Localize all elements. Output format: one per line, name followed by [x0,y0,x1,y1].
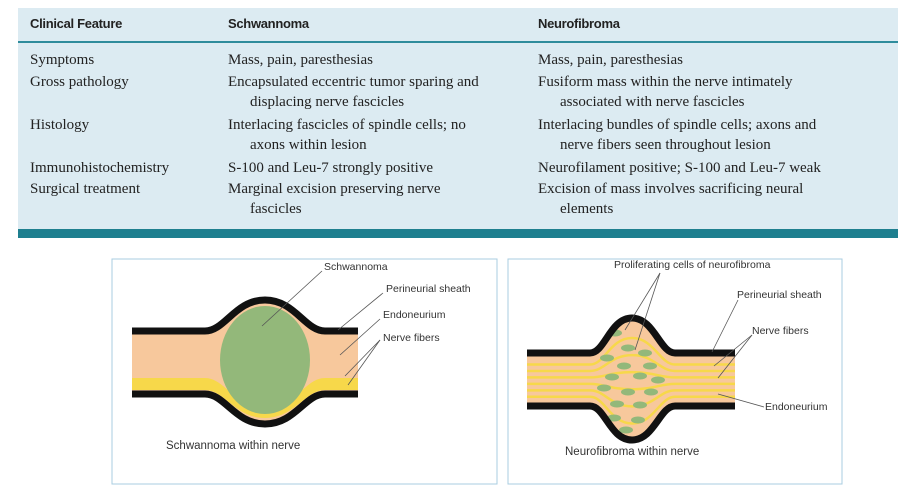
caption-neurofibroma: Neurofibroma within nerve [565,446,699,458]
perineurial-sheath-bottom [132,390,358,428]
neurofibroma-cell [644,388,658,396]
proliferating-cells [597,329,665,434]
neurofibroma-cell [621,344,635,352]
row-neurofibroma-line: Mass, pain, paresthesias [538,52,683,68]
perineurial-sheath-bottom [527,402,735,444]
header-schwannoma: Schwannoma [228,16,309,31]
neurofibroma-diagram: Proliferating cells of neurofibroma Peri… [507,258,843,485]
neurofibroma-cell [643,362,657,370]
nerve-fiber-line [527,389,735,408]
nerve-fibers [527,336,735,425]
neurofibroma-cell [651,376,665,384]
row-schwannoma: Encapsulated eccentric tumor sparing and… [228,72,548,112]
neurofibroma-cell [621,388,635,396]
neurofibroma-cell [617,362,631,370]
row-schwannoma-line: displacing nerve fascicles [250,93,405,110]
nerve-fiber-line [527,395,735,425]
neurofibroma-cell [607,414,621,422]
row-schwannoma: S-100 and Leu-7 strongly positive [228,158,548,178]
label-endoneurium: Endoneurium [765,401,828,413]
row-neurofibroma: Excision of mass involves sacrificing ne… [538,179,898,219]
row-neurofibroma: Fusiform mass within the nerve intimatel… [538,72,898,112]
neurofibroma-cell [619,426,633,434]
schwannoma-mass [220,306,310,414]
caption-schwannoma: Schwannoma within nerve [166,440,300,452]
row-feature: Immunohistochemistry [30,159,170,176]
row-neurofibroma: Neurofilament positive; S-100 and Leu-7 … [538,158,898,178]
header-neurofibroma: Neurofibroma [538,16,620,31]
table-bottom-bar [18,229,898,238]
comparison-table: Clinical Feature Schwannoma Neurofibroma… [18,8,898,238]
header-divider [18,41,898,43]
nerve-fiber-line [527,353,735,373]
row-schwannoma-line: Marginal excision preserving nerve [228,181,441,197]
label-nerve-fibers: Nerve fibers [752,325,809,337]
nerve-fiber-line [527,370,735,379]
label-perineurial-sheath: Perineurial sheath [386,283,471,295]
left-panel-border [111,258,498,485]
label-proliferating-cells: Proliferating cells of neurofibroma [614,259,771,271]
perineurial-sheath-top [132,296,358,335]
row-neurofibroma-line: Neurofilament positive; S-100 and Leu-7 … [538,159,821,176]
row-neurofibroma-line: Excision of mass involves sacrificing ne… [538,181,804,197]
row-schwannoma-line: S-100 and Leu-7 strongly positive [228,159,433,176]
label-nerve-fibers: Nerve fibers [383,332,440,344]
neurofibroma-cell [638,349,652,357]
row-schwannoma-line: fascicles [250,201,302,217]
label-perineurial-sheath: Perineurial sheath [737,289,822,301]
neurofibroma-cell [633,372,647,380]
row-schwannoma-line: Interlacing fascicles of spindle cells; … [228,116,466,133]
row-schwannoma-line: axons within lesion [250,136,367,153]
row-schwannoma: Mass, pain, paresthesias [228,50,548,70]
neurofibroma-cell [631,416,645,424]
label-schwannoma: Schwannoma [324,261,388,273]
neurofibroma-cell [633,401,647,409]
row-neurofibroma: Mass, pain, paresthesias [538,50,898,70]
row-neurofibroma-line: elements [560,201,614,217]
row-schwannoma: Marginal excision preserving nerve fascic… [228,179,548,219]
row-feature: Symptoms [30,52,95,68]
row-neurofibroma-line: associated with nerve fascicles [560,93,745,110]
row-schwannoma: Interlacing fascicles of spindle cells; … [228,115,548,155]
row-schwannoma-line: Encapsulated eccentric tumor sparing and [228,73,479,90]
row-feature: Gross pathology [30,73,129,90]
neurofibroma-cell [600,354,614,362]
label-endoneurium: Endoneurium [383,309,446,321]
row-schwannoma-line: Mass, pain, paresthesias [228,52,373,68]
endoneurium [527,320,735,438]
row-feature: Surgical treatment [30,181,141,197]
row-feature: Histology [30,116,90,133]
row-neurofibroma-line: Fusiform mass within the nerve intimatel… [538,73,793,90]
schwannoma-diagram: Schwannoma Perineurial sheath Endoneuriu… [111,258,498,485]
nerve-fibers [132,378,358,418]
neurofibroma-cell [597,384,611,392]
row-neurofibroma-line: Interlacing bundles of spindle cells; ax… [538,116,817,133]
nerve-fiber-line [527,336,735,366]
right-panel-border [507,258,843,485]
header-clinical-feature: Clinical Feature [30,16,123,31]
row-neurofibroma: Interlacing bundles of spindle cells; ax… [538,115,898,155]
row-neurofibroma-line: nerve fibers seen throughout lesion [560,136,771,153]
neurofibroma-cell [605,373,619,381]
neurofibroma-cell [610,400,624,408]
